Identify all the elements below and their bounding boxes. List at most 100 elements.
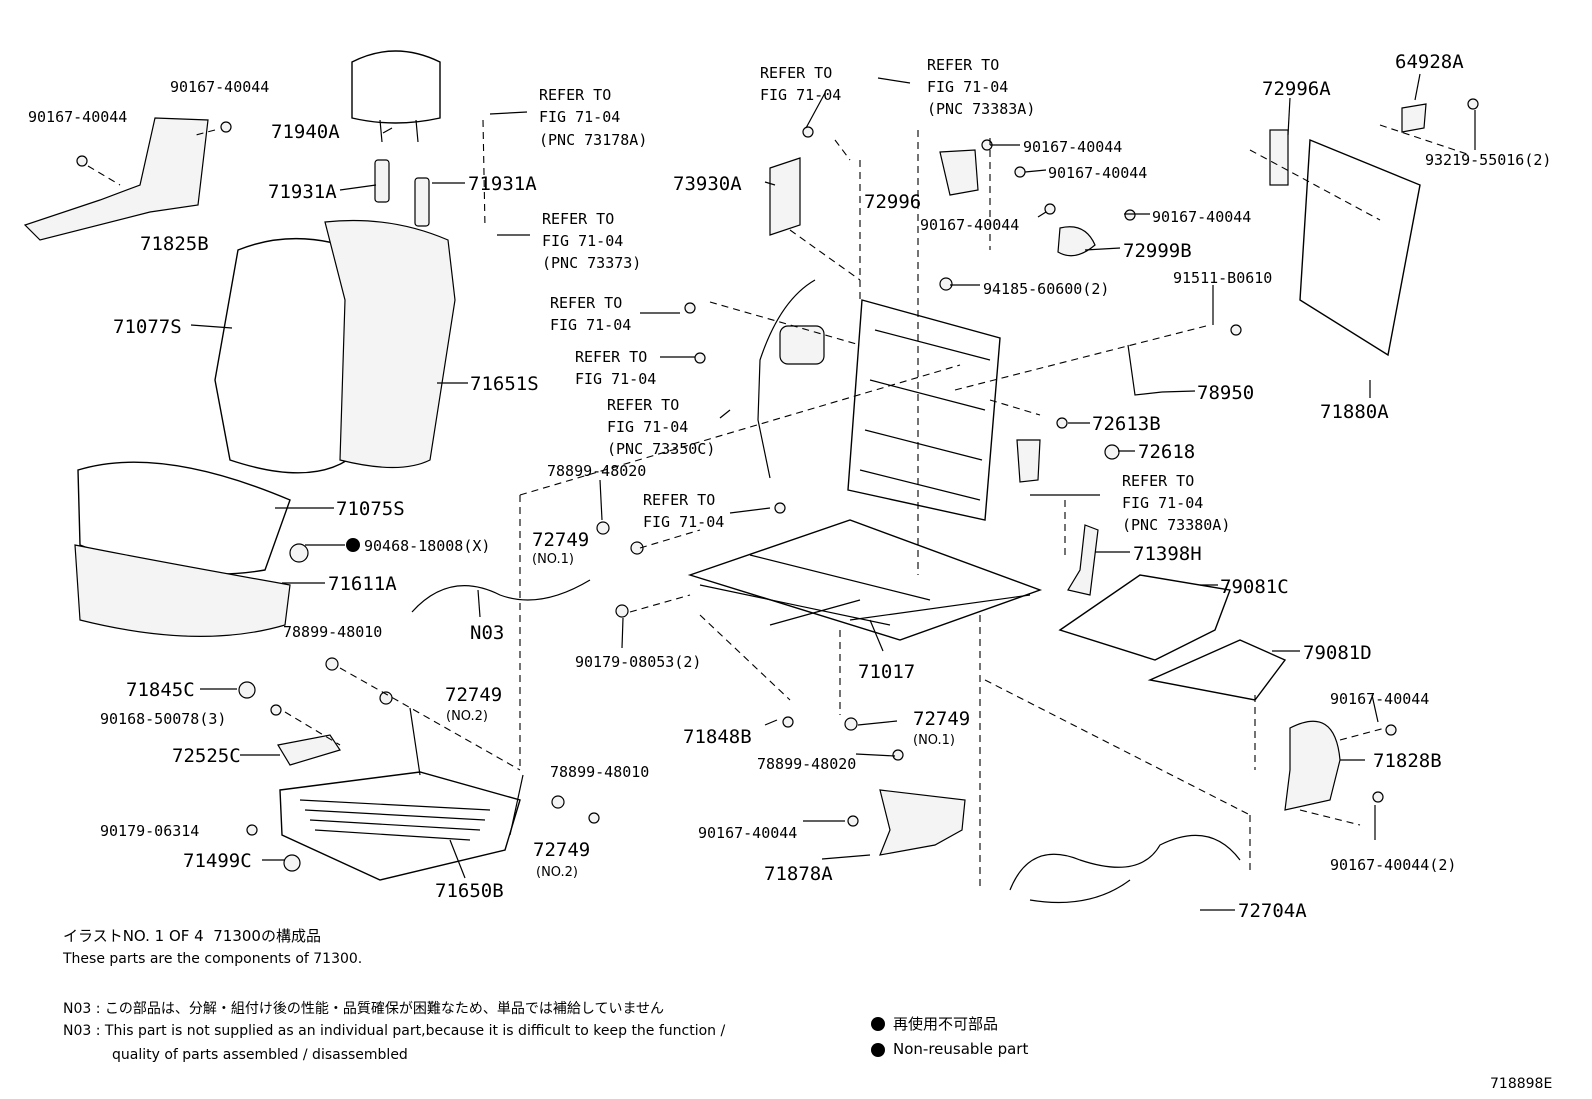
bracket-71878a-drawing (879, 789, 966, 856)
svg-text:FIG 71-04: FIG 71-04 (760, 86, 841, 104)
label-71878a[interactable]: 71878A (764, 863, 833, 885)
label-72618[interactable]: 72618 (1138, 441, 1195, 463)
refer-callouts: REFER TO FIG 71-04 (PNC 73178A) REFER TO… (539, 56, 1230, 534)
label-90167-40044-e[interactable]: 90167-40044 (1048, 164, 1147, 182)
side-cover-drawing (23, 117, 209, 241)
label-72704a[interactable]: 72704A (1238, 900, 1307, 922)
svg-text:FIG 71-04: FIG 71-04 (607, 418, 688, 436)
label-64928a[interactable]: 64928A (1395, 51, 1464, 73)
refer-callout-d[interactable]: REFER TO FIG 71-04 (760, 64, 841, 104)
label-71880a[interactable]: 71880A (1320, 401, 1389, 423)
cushion-pad-drawing (74, 544, 291, 637)
svg-text:REFER TO: REFER TO (550, 294, 622, 312)
svg-text:REFER TO: REFER TO (539, 86, 611, 104)
legend-text-en: Non-reusable part (893, 1040, 1029, 1058)
refer-callout-c[interactable]: REFER TO FIG 71-04 (643, 491, 724, 531)
non-reusable-marker-90468 (346, 538, 360, 552)
label-72525c[interactable]: 72525C (172, 745, 241, 767)
refer-callout-a[interactable]: REFER TO FIG 71-04 (550, 294, 631, 334)
label-71650b[interactable]: 71650B (435, 880, 504, 902)
legend-bullet-en (871, 1043, 885, 1057)
headrest-drawing (351, 50, 441, 124)
label-71825b[interactable]: 71825B (140, 233, 209, 255)
label-90167-40044-h[interactable]: 90167-40044 (1330, 690, 1429, 708)
label-91511-b0610[interactable]: 91511-B0610 (1173, 269, 1272, 287)
svg-text:FIG 71-04: FIG 71-04 (550, 316, 631, 334)
svg-text:FIG 71-04: FIG 71-04 (542, 232, 623, 250)
label-90167-40044-f[interactable]: 90167-40044 (920, 216, 1019, 234)
svg-text:FIG 71-04: FIG 71-04 (643, 513, 724, 531)
label-79081d[interactable]: 79081D (1303, 642, 1372, 664)
svg-text:FIG 71-04: FIG 71-04 (539, 108, 620, 126)
label-72749-no1-b[interactable]: 72749 (913, 708, 970, 730)
refer-callout-73178a[interactable]: REFER TO FIG 71-04 (PNC 73178A) (539, 86, 647, 149)
label-71940a[interactable]: 71940A (271, 121, 340, 143)
label-72749-no2-b[interactable]: 72749 (533, 839, 590, 861)
label-90168-50078[interactable]: 90168-50078(3) (100, 710, 226, 728)
label-72749-no2-a[interactable]: 72749 (445, 684, 502, 706)
label-90179-08053[interactable]: 90179-08053(2) (575, 653, 701, 671)
label-78899-48020-a[interactable]: 78899-48020 (547, 462, 646, 480)
label-71017[interactable]: 71017 (858, 661, 915, 683)
label-71848b[interactable]: 71848B (683, 726, 752, 748)
label-72996a[interactable]: 72996A (1262, 78, 1331, 100)
label-90468-18008[interactable]: 90468-18008(X) (364, 537, 490, 555)
label-90179-06314[interactable]: 90179-06314 (100, 822, 199, 840)
figure-id: 718898E (1490, 1076, 1553, 1092)
label-71398h[interactable]: 71398H (1133, 543, 1202, 565)
buckle-drawing (1016, 439, 1041, 483)
label-71845c[interactable]: 71845C (126, 679, 195, 701)
label-90167-40044-2[interactable]: 90167-40044(2) (1330, 856, 1456, 874)
part-drawings (23, 50, 1479, 904)
refer-callout-73383a[interactable]: REFER TO FIG 71-04 (PNC 73383A) (927, 56, 1035, 118)
label-90167-40044-b[interactable]: 90167-40044 (170, 78, 269, 96)
label-71828b[interactable]: 71828B (1373, 750, 1442, 772)
label-72999b[interactable]: 72999B (1123, 240, 1192, 262)
svg-text:FIG 71-04: FIG 71-04 (927, 78, 1008, 96)
carpet-79081d-drawing (1147, 639, 1287, 701)
label-n03[interactable]: N03 (470, 622, 504, 644)
legend-text-jp: 再使用不可部品 (893, 1015, 999, 1033)
refer-callout-73380a[interactable]: REFER TO FIG 71-04 (PNC 73380A) (1122, 472, 1230, 534)
label-94185-60600[interactable]: 94185-60600(2) (983, 280, 1109, 298)
label-71075s[interactable]: 71075S (336, 498, 405, 520)
label-78899-48020-b[interactable]: 78899-48020 (757, 755, 856, 773)
svg-text:(PNC 73380A): (PNC 73380A) (1122, 516, 1230, 534)
label-90167-40044-d[interactable]: 90167-40044 (1023, 138, 1122, 156)
label-90167-40044-g[interactable]: 90167-40044 (1152, 208, 1251, 226)
svg-text:FIG 71-04: FIG 71-04 (1122, 494, 1203, 512)
label-71077s[interactable]: 71077S (113, 316, 182, 338)
carpet-79081c-drawing (1058, 574, 1231, 661)
label-72613b[interactable]: 72613B (1092, 413, 1161, 435)
label-71931a-left[interactable]: 71931A (268, 181, 337, 203)
label-72749-no2-a-sub: (NO.2) (446, 709, 488, 724)
label-72996[interactable]: 72996 (864, 191, 921, 213)
svg-text:(PNC 73373): (PNC 73373) (542, 254, 641, 272)
label-71611a[interactable]: 71611A (328, 573, 397, 595)
illustration-note-en: These parts are the components of 71300. (63, 951, 363, 967)
refer-callout-b[interactable]: REFER TO FIG 71-04 (575, 348, 656, 388)
svg-text:(PNC 73350C): (PNC 73350C) (607, 440, 715, 458)
svg-text:REFER TO: REFER TO (643, 491, 715, 509)
n03-note-en-2: quality of parts assembled / disassemble… (112, 1047, 408, 1063)
label-72749-no1-a[interactable]: 72749 (532, 529, 589, 551)
label-79081c[interactable]: 79081C (1220, 576, 1289, 598)
label-90167-40044-a[interactable]: 90167-40044 (28, 108, 127, 126)
svg-text:(PNC 73178A): (PNC 73178A) (539, 131, 647, 149)
svg-text:REFER TO: REFER TO (607, 396, 679, 414)
label-71499c[interactable]: 71499C (183, 850, 252, 872)
label-73930a[interactable]: 73930A (673, 173, 742, 195)
label-71651s[interactable]: 71651S (470, 373, 539, 395)
refer-callout-73373[interactable]: REFER TO FIG 71-04 (PNC 73373) (542, 210, 641, 272)
n03-note-jp: N03 : この部品は、分解・組付け後の性能・品質確保が困難なため、単品では補給… (63, 1001, 665, 1017)
refer-callout-73350c[interactable]: REFER TO FIG 71-04 (PNC 73350C) (607, 396, 715, 458)
label-90167-40044-c[interactable]: 90167-40044 (698, 824, 797, 842)
svg-text:REFER TO: REFER TO (927, 56, 999, 74)
label-78899-48010-b[interactable]: 78899-48010 (550, 763, 649, 781)
label-93219-55016[interactable]: 93219-55016(2) (1425, 151, 1551, 169)
label-78899-48010-a[interactable]: 78899-48010 (283, 623, 382, 641)
label-71931a-right[interactable]: 71931A (468, 173, 537, 195)
seatback-frame-drawing (847, 299, 1001, 521)
label-78950[interactable]: 78950 (1197, 382, 1254, 404)
